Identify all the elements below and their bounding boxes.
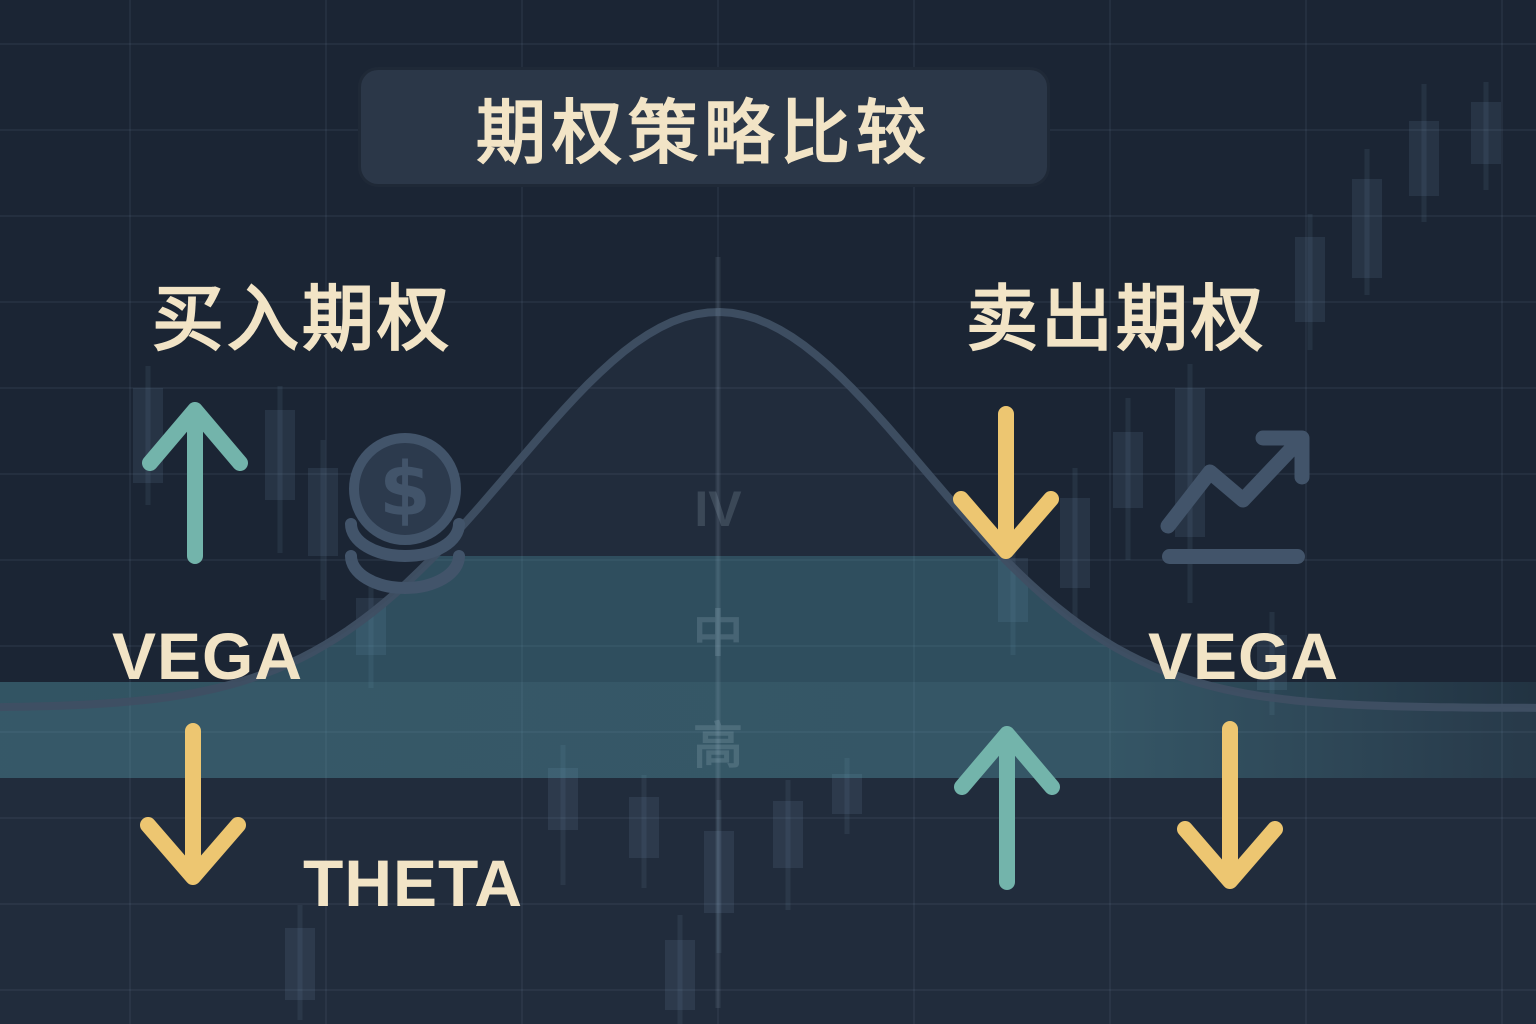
buy-options-heading: 买入期权 [152, 280, 453, 360]
iv-label: IV [694, 481, 742, 537]
page-title: 期权策略比较 [476, 93, 932, 172]
coins-icon: $ [345, 433, 465, 594]
title-banner: 期权策略比较 [358, 67, 1050, 187]
down-arrow-icon [140, 723, 246, 885]
iv-mid-label: 中 [693, 606, 743, 662]
trend-up-icon [1160, 430, 1310, 564]
up-arrow-icon [954, 726, 1060, 890]
sell-options-heading: 卖出期权 [966, 280, 1267, 360]
vega-label-right: VEGA [1148, 619, 1340, 693]
theta-label-left: THETA [303, 846, 524, 920]
vega-label-left: VEGA [112, 619, 304, 693]
down-arrow-icon [953, 406, 1059, 559]
iv-high-label: 高 [693, 718, 743, 774]
svg-text:$: $ [379, 447, 431, 533]
up-arrow-icon [142, 402, 248, 564]
down-arrow-icon [1177, 721, 1283, 889]
iv-band-high [0, 682, 1536, 778]
